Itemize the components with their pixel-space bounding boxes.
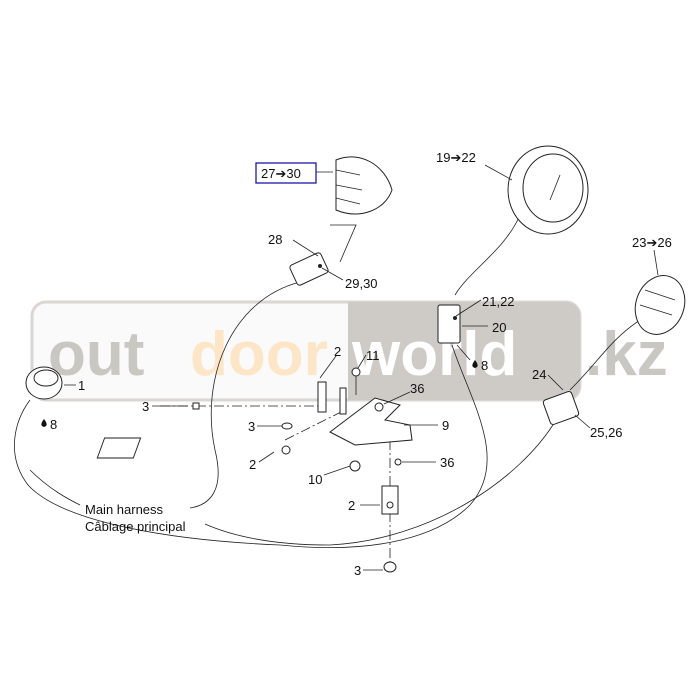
callout-2[interactable]: 2 (249, 457, 256, 472)
callout-1[interactable]: 1 (78, 378, 85, 393)
plug-1 (25, 366, 63, 400)
clip-2 (96, 422, 399, 573)
callout-36[interactable]: 36 (410, 381, 424, 396)
callout-highlight-box (255, 162, 317, 184)
callout-23-26[interactable]: 23➔26 (632, 235, 672, 250)
callout-3[interactable]: 3 (354, 563, 361, 578)
callout-21-22[interactable]: 21,22 (482, 294, 515, 309)
callout-24[interactable]: 24 (532, 367, 546, 382)
callout-2[interactable]: 2 (334, 344, 341, 359)
connector-28 (289, 252, 329, 286)
callout-9[interactable]: 9 (442, 418, 449, 433)
wires (14, 214, 641, 570)
callout-2[interactable]: 2 (348, 498, 355, 513)
connector-20 (437, 304, 461, 344)
bracket-9 (192, 367, 413, 472)
watermark-world: world (351, 320, 517, 389)
callout-36[interactable]: 36 (440, 455, 454, 470)
callout-29-30[interactable]: 29,30 (345, 276, 378, 291)
leader-lines (64, 164, 659, 571)
drop-icon (41, 419, 47, 427)
callout-10[interactable]: 10 (308, 472, 322, 487)
watermark-door: door (190, 320, 328, 389)
callout-8[interactable]: 8 (481, 358, 488, 373)
callout-11[interactable]: 11 (366, 348, 380, 363)
watermark-out: out (48, 320, 144, 389)
callout-27-30[interactable]: 27➔30 (261, 166, 301, 181)
gauge-19-22 (507, 145, 589, 235)
callout-8[interactable]: 8 (50, 417, 57, 432)
callout-3[interactable]: 3 (248, 419, 255, 434)
switch-27-30 (335, 156, 393, 215)
main-harness-label-fr: Câblage principal (85, 519, 186, 534)
callout-25-26[interactable]: 25,26 (590, 425, 623, 440)
callout-20[interactable]: 20 (492, 320, 506, 335)
callout-28[interactable]: 28 (268, 232, 282, 247)
main-harness-label: Main harness (85, 502, 164, 517)
callout-3[interactable]: 3 (142, 399, 149, 414)
switch-23-26 (634, 275, 686, 335)
watermark: out door world .kz (30, 300, 668, 402)
drop-icon (472, 360, 478, 368)
callout-labels: 27➔30 28 29,30 19➔22 23➔26 21,22 20 8 1 … (41, 150, 672, 578)
connector-24 (542, 390, 580, 426)
callout-19-22[interactable]: 19➔22 (436, 150, 476, 165)
